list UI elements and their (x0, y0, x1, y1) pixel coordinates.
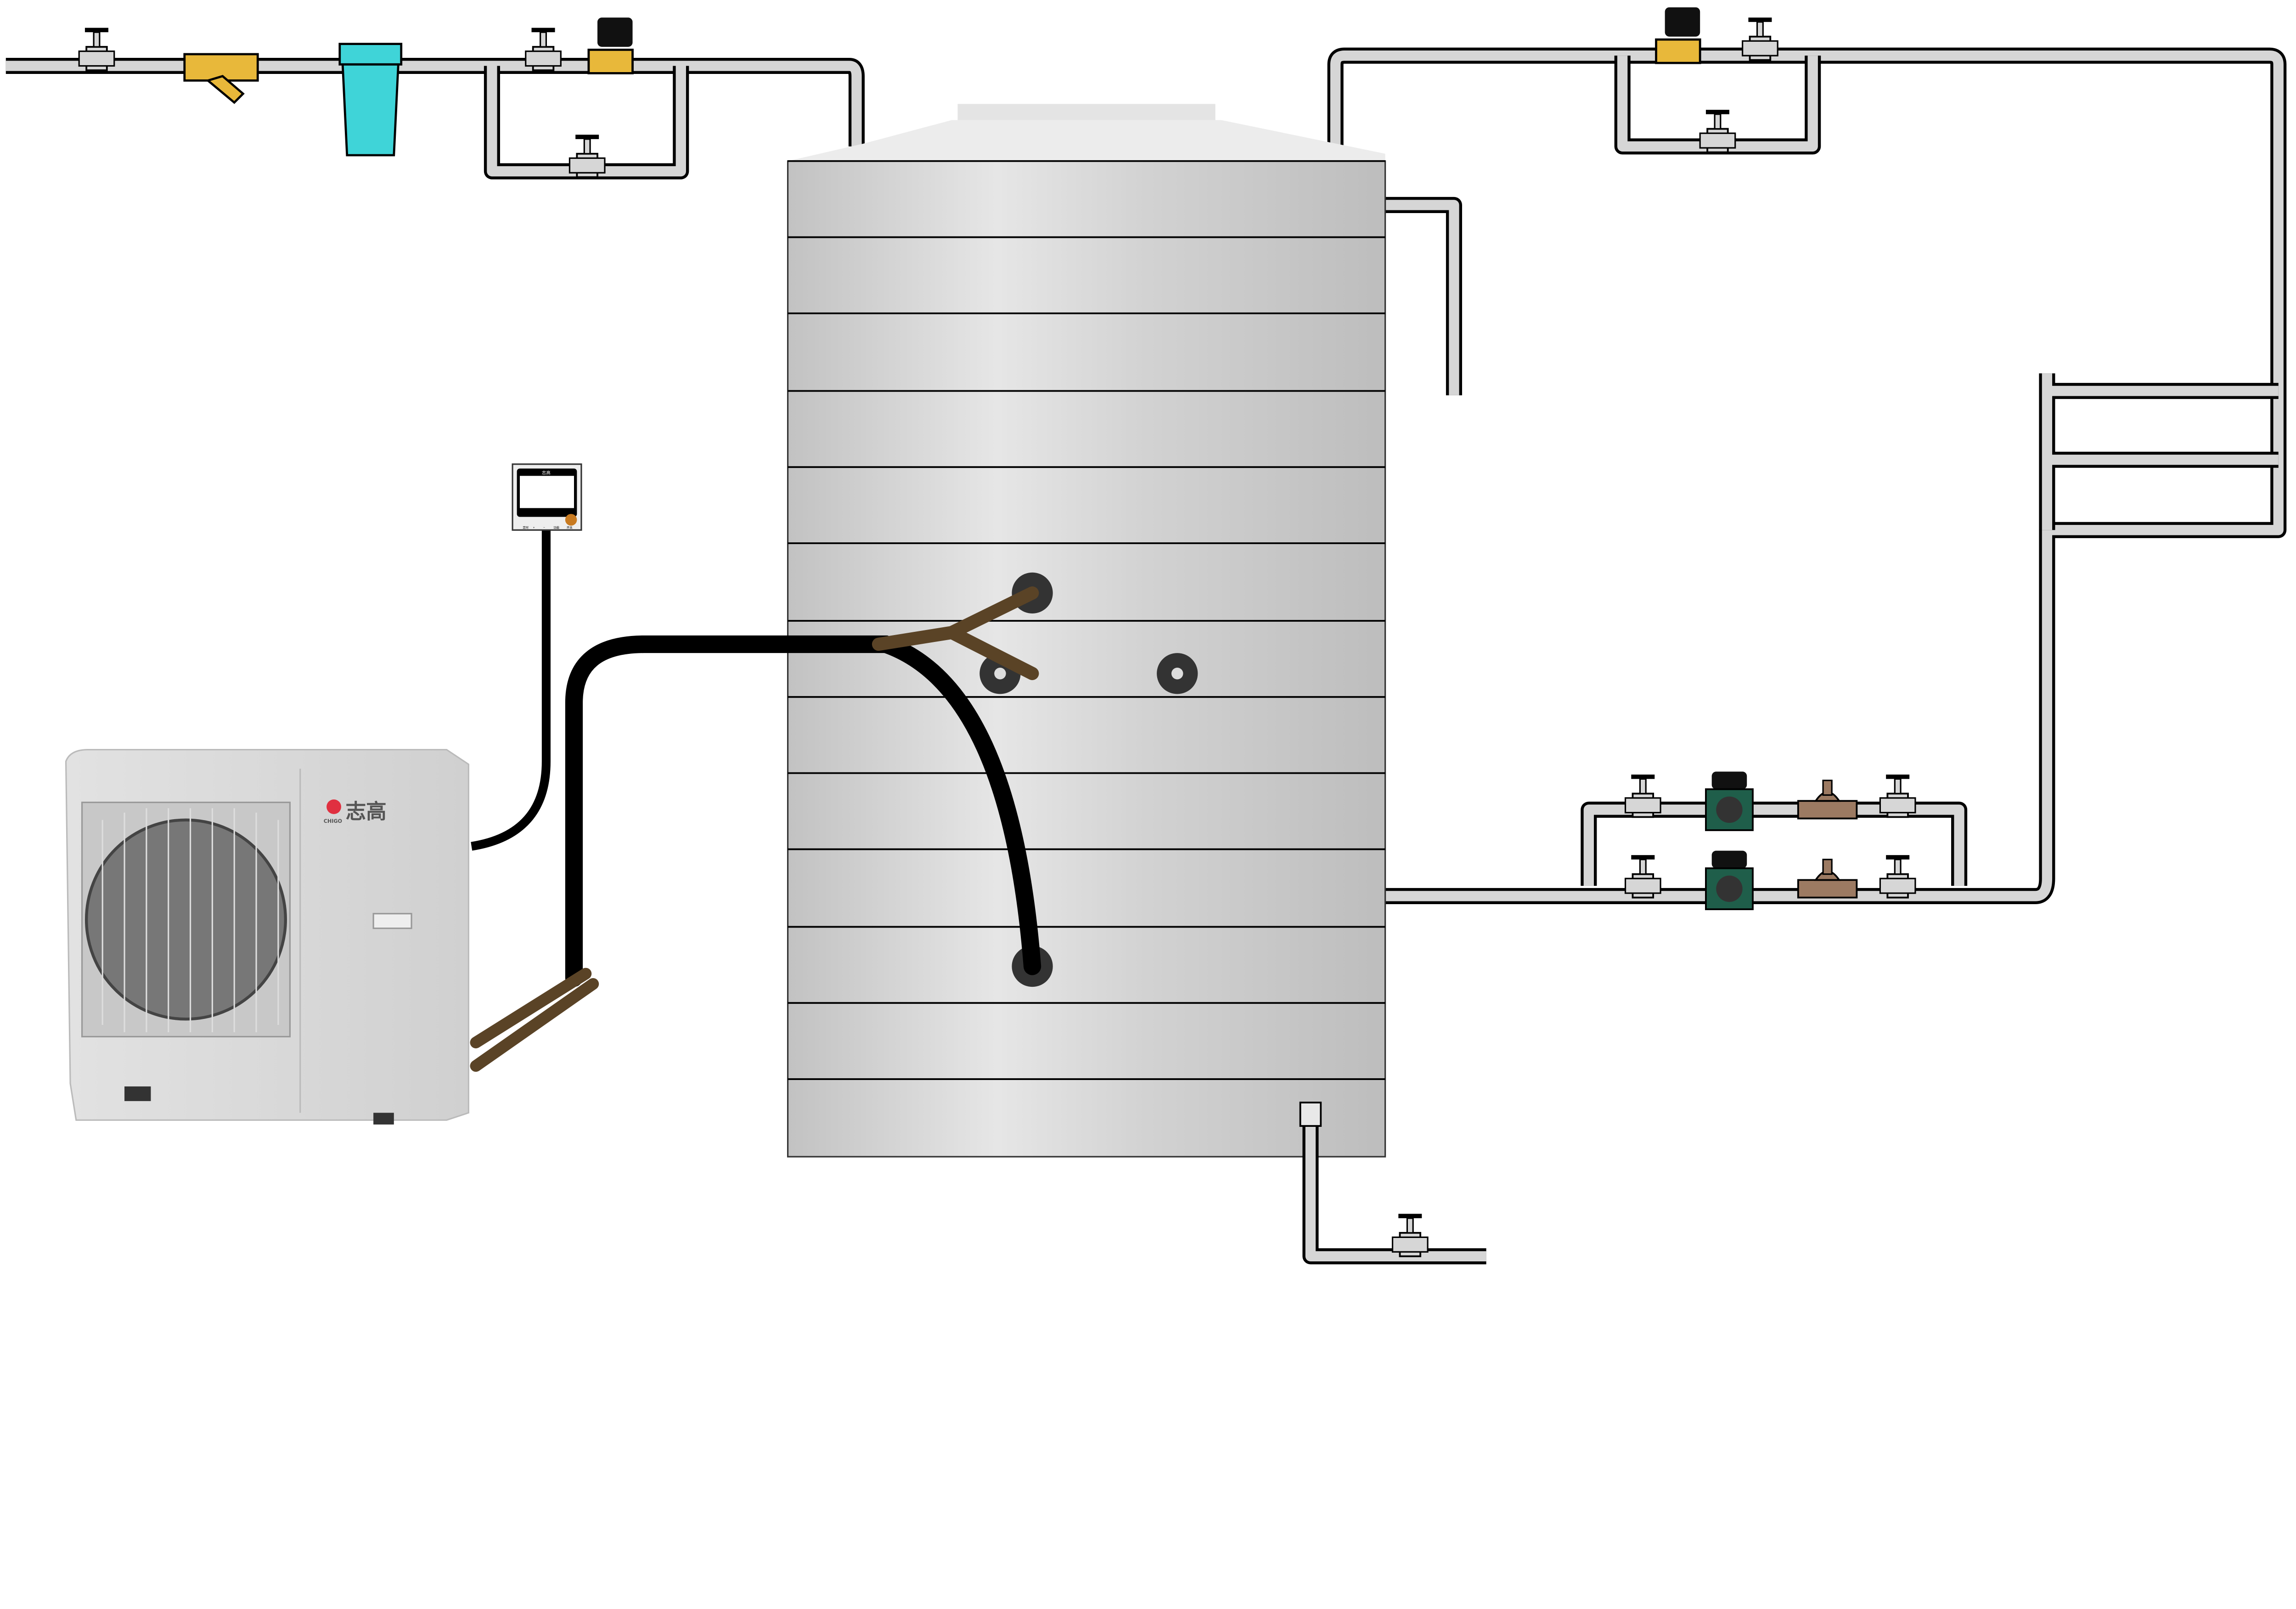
inlet-valve-icon[interactable] (78, 27, 115, 71)
power-label: 开关 (567, 525, 573, 529)
solenoid-valve-icon[interactable] (587, 17, 634, 74)
outlet-valve-icon[interactable] (1741, 17, 1779, 61)
pump2-valve-a-icon[interactable] (1624, 854, 1661, 899)
drain-pipe (1299, 1102, 1486, 1265)
heat-pump-system-diagram: 志高 CHIGO 志高 定时 + − 功能 开关 (6, 7, 2287, 1265)
plus-button[interactable]: + (533, 526, 535, 529)
heat-pump-outdoor-unit: 志高 CHIGO (65, 748, 470, 1125)
water-filter-icon (338, 43, 403, 157)
circulation-pump-2-icon[interactable] (1705, 850, 1754, 911)
refrigerant-lines (470, 530, 1041, 1072)
minus-button[interactable]: − (543, 526, 545, 529)
bypass-valve-icon[interactable] (568, 134, 606, 178)
circulation-pump-1-icon[interactable] (1705, 771, 1754, 831)
outlet-bypass-valve-icon[interactable] (1699, 109, 1736, 153)
brand-cn-label: 志高 (346, 799, 387, 823)
check-valve-2-icon (1797, 858, 1858, 899)
solenoid-valve-right-icon[interactable] (1655, 7, 1701, 64)
power-button[interactable] (565, 514, 577, 526)
drain-valve-icon[interactable] (1391, 1213, 1429, 1257)
y-strainer-icon (183, 53, 259, 104)
function-button[interactable]: 功能 (553, 525, 559, 529)
inlet-valve-2-icon[interactable] (524, 27, 562, 71)
brand-en-label: CHIGO (324, 818, 342, 824)
check-valve-1-icon (1797, 779, 1858, 820)
controller-screen (520, 476, 574, 508)
cold-water-inlet-pipe (6, 57, 865, 180)
chigo-logo: 志高 CHIGO (324, 799, 387, 824)
pump2-valve-b-icon[interactable] (1879, 854, 1916, 899)
hot-water-outlet-pipe (1327, 47, 2287, 904)
controller-brand: 志高 (542, 470, 551, 476)
water-storage-tank (787, 104, 1386, 1158)
wired-controller[interactable]: 志高 定时 + − 功能 开关 (512, 463, 582, 531)
pump1-valve-a-icon[interactable] (1624, 773, 1661, 818)
timer-button[interactable]: 定时 (523, 525, 529, 529)
pump1-valve-b-icon[interactable] (1879, 773, 1916, 818)
